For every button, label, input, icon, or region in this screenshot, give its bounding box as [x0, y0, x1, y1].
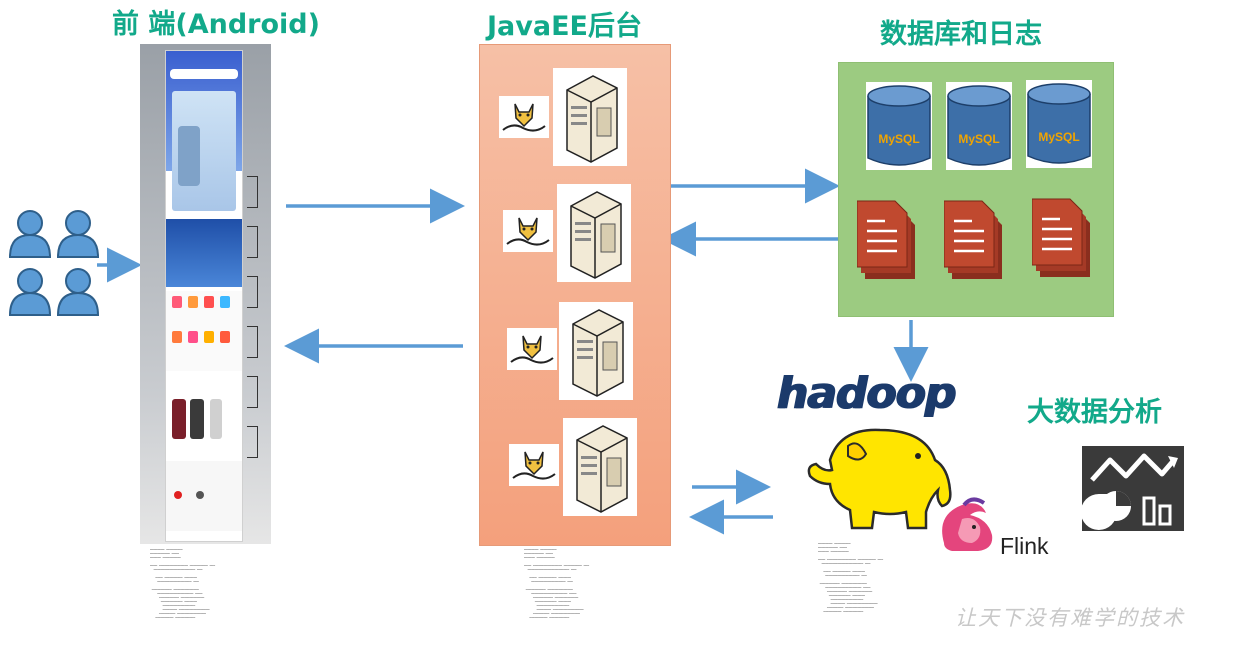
- log-file-icon: [1032, 198, 1090, 277]
- flink-label: Flink: [1000, 533, 1049, 559]
- log-file-icon: [857, 200, 915, 279]
- database-heading: 数据库和日志: [880, 19, 1042, 50]
- mysql-db-icon: MySQL: [1026, 80, 1092, 168]
- mysql-label: MySQL: [878, 132, 920, 146]
- hadoop-logo-text: hadoop: [776, 368, 955, 419]
- android-app-screenshot: [165, 50, 243, 542]
- analytics-chart-icon: [1080, 446, 1184, 531]
- bigdata-code-snippet: ▁▁▁▁▁▁▁▁ ▁▁▁▁▁▁▁▁▁▁▁▁▁▁▁▁▁▁▁▁ ▁▁▁▁▁▁▁▁▁▁…: [818, 540, 884, 612]
- backend-heading: JavaEE后台: [487, 11, 642, 42]
- tomcat-server-group: [498, 67, 638, 517]
- mysql-label: MySQL: [1038, 130, 1080, 144]
- bigdata-heading: 大数据分析: [1027, 397, 1162, 428]
- frontend-code-snippet: ▁▁▁▁▁▁▁▁ ▁▁▁▁▁▁▁▁▁▁▁▁▁▁▁▁▁▁▁▁ ▁▁▁▁▁▁▁▁▁▁…: [150, 546, 216, 618]
- mysql-db-icon: MySQL: [946, 82, 1012, 170]
- phone-section-markers: [247, 176, 261, 466]
- log-file-icon: [944, 200, 1002, 279]
- watermark: 让天下没有难学的技术: [955, 606, 1185, 630]
- database-panel: MySQL MySQL MySQL: [838, 62, 1114, 317]
- backend-code-snippet: ▁▁▁▁▁▁▁▁ ▁▁▁▁▁▁▁▁▁▁▁▁▁▁▁▁▁▁▁▁ ▁▁▁▁▁▁▁▁▁▁…: [524, 546, 590, 618]
- mysql-label: MySQL: [958, 132, 1000, 146]
- frontend-heading: 前 端(Android): [112, 9, 320, 40]
- flink-squirrel-icon: [942, 497, 993, 551]
- mysql-db-icon: MySQL: [866, 82, 932, 170]
- hadoop-elephant-icon: [807, 428, 952, 530]
